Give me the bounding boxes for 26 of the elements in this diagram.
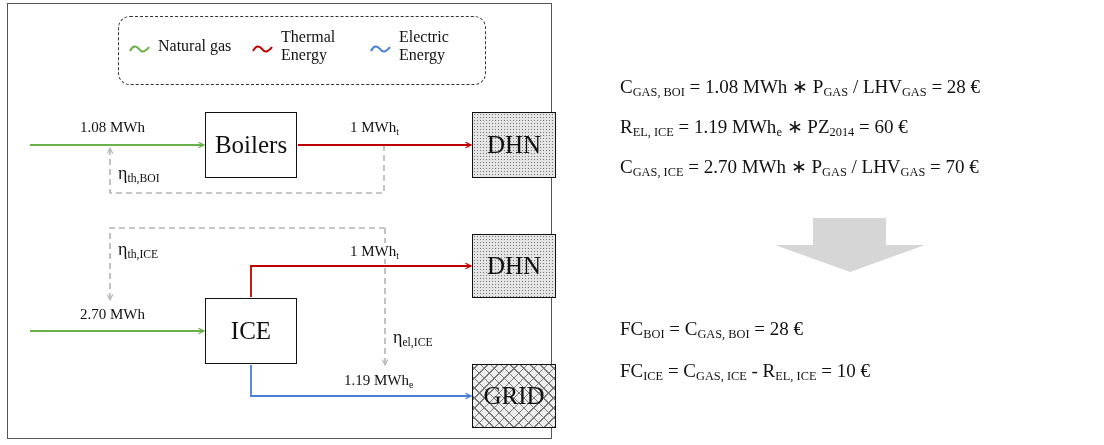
edge-label: 2.70 MWh: [78, 306, 147, 322]
flow-arrow: [250, 262, 472, 298]
flow-arrow: [297, 141, 472, 149]
efficiency-label: η$_{el,ICE}$: [393, 326, 433, 348]
edge-label: 1.08 MWh: [78, 119, 147, 135]
formula: C$_{GAS, ICE}$ = 2.70 MWh ∗ P$_{GAS}$ / LHV$_{GAS}$ = 70 €: [620, 156, 979, 178]
legend-label: Electric Energy: [399, 28, 450, 64]
flow-arrow: [29, 327, 205, 335]
process-box: ICE: [205, 298, 297, 364]
formula: C$_{GAS, BOI}$ = 1.08 MWh ∗ P$_{GAS}$ / LHV$_{GAS}$ = 28 €: [620, 76, 981, 98]
sink-box: DHN: [472, 234, 556, 298]
sink-box: DHN: [472, 112, 556, 178]
efficiency-label: η$_{th,ICE}$: [118, 238, 159, 260]
legend-label: Natural gas: [158, 37, 233, 55]
formula: FC$_{BOI}$ = C$_{GAS, BOI}$ = 28 €: [620, 318, 803, 340]
process-box: Boilers: [205, 112, 297, 178]
formula: R$_{EL, ICE}$ = 1.19 MWh$_{e}$ ∗ PZ$_{2014}$ = 60 €: [620, 116, 908, 138]
edge-label: 1 MWh$_{t}$: [348, 243, 401, 259]
flow-arrow: [250, 364, 472, 400]
sink-box: GRID: [472, 364, 556, 428]
efficiency-label: η$_{th,BOI}$: [118, 162, 160, 184]
edge-label: 1.19 MWh$_{e}$: [342, 372, 416, 388]
legend-label: Thermal Energy: [281, 28, 337, 64]
edge-label: 1 MWh$_{t}$: [348, 119, 401, 135]
formula: FC$_{ICE}$ = C$_{GAS, ICE}$ - R$_{EL, ICE}$ = 10 €: [620, 360, 870, 382]
flow-arrow: [29, 141, 205, 149]
